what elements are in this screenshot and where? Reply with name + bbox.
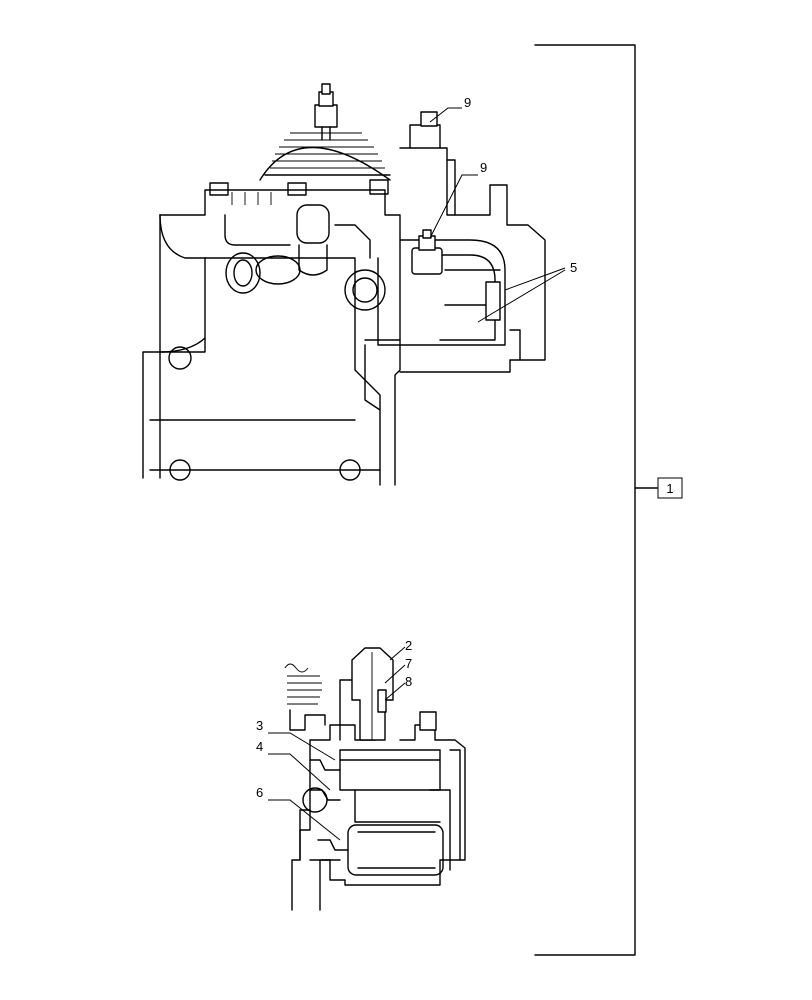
callout-8: 8: [384, 674, 412, 701]
callout-3: 3: [256, 718, 336, 761]
callout-4: 4: [256, 739, 331, 791]
svg-text:9: 9: [464, 95, 471, 110]
callout-6: 6: [256, 785, 341, 841]
callout-1: 1: [657, 477, 683, 499]
svg-text:6: 6: [256, 785, 263, 800]
pump-assembly-top-view: [142, 83, 546, 486]
pump-section-detail: [284, 647, 466, 911]
svg-text:8: 8: [405, 674, 412, 689]
svg-text:2: 2: [405, 638, 412, 653]
callout-9-fitting: 9: [429, 160, 487, 239]
svg-text:4: 4: [256, 739, 263, 754]
svg-text:1: 1: [666, 481, 673, 496]
callout-9-top: 9: [429, 95, 471, 123]
assembly-bracket: [534, 44, 659, 956]
svg-text:9: 9: [480, 160, 487, 175]
callout-2: 2: [389, 638, 412, 661]
callout-5: 5: [477, 260, 577, 323]
callout-7: 7: [384, 656, 412, 684]
svg-text:5: 5: [570, 260, 577, 275]
svg-text:7: 7: [405, 656, 412, 671]
svg-text:3: 3: [256, 718, 263, 733]
